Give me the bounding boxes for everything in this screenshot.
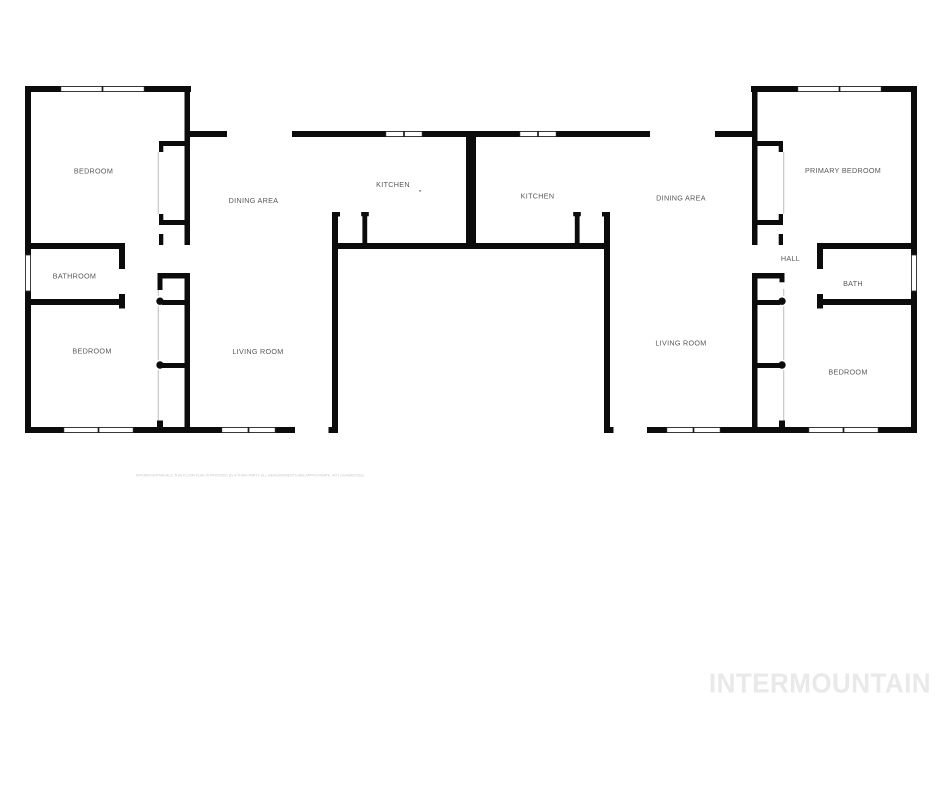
svg-text:HALL: HALL [781, 254, 800, 263]
svg-text:DINING AREA: DINING AREA [656, 194, 706, 203]
svg-text:INTERMOUNTAIN: INTERMOUNTAIN [709, 668, 931, 699]
svg-text:PRIMARY BEDROOM: PRIMARY BEDROOM [805, 166, 881, 175]
svg-text:BEDROOM: BEDROOM [72, 347, 111, 356]
svg-text:DINING AREA: DINING AREA [229, 196, 279, 205]
svg-text:LIVING ROOM: LIVING ROOM [655, 339, 706, 348]
svg-text:KITCHEN: KITCHEN [376, 180, 410, 189]
svg-text:KITCHEN: KITCHEN [521, 192, 555, 201]
svg-text:BATH: BATH [843, 279, 863, 288]
svg-text:INTERMOUNTAIN MLS: THIS FLOOR: INTERMOUNTAIN MLS: THIS FLOOR PLAN IS PR… [136, 474, 365, 478]
svg-text:BATHROOM: BATHROOM [53, 272, 96, 281]
svg-text:BEDROOM: BEDROOM [828, 368, 867, 377]
svg-text:LIVING ROOM: LIVING ROOM [232, 347, 283, 356]
svg-text:BEDROOM: BEDROOM [74, 167, 113, 176]
